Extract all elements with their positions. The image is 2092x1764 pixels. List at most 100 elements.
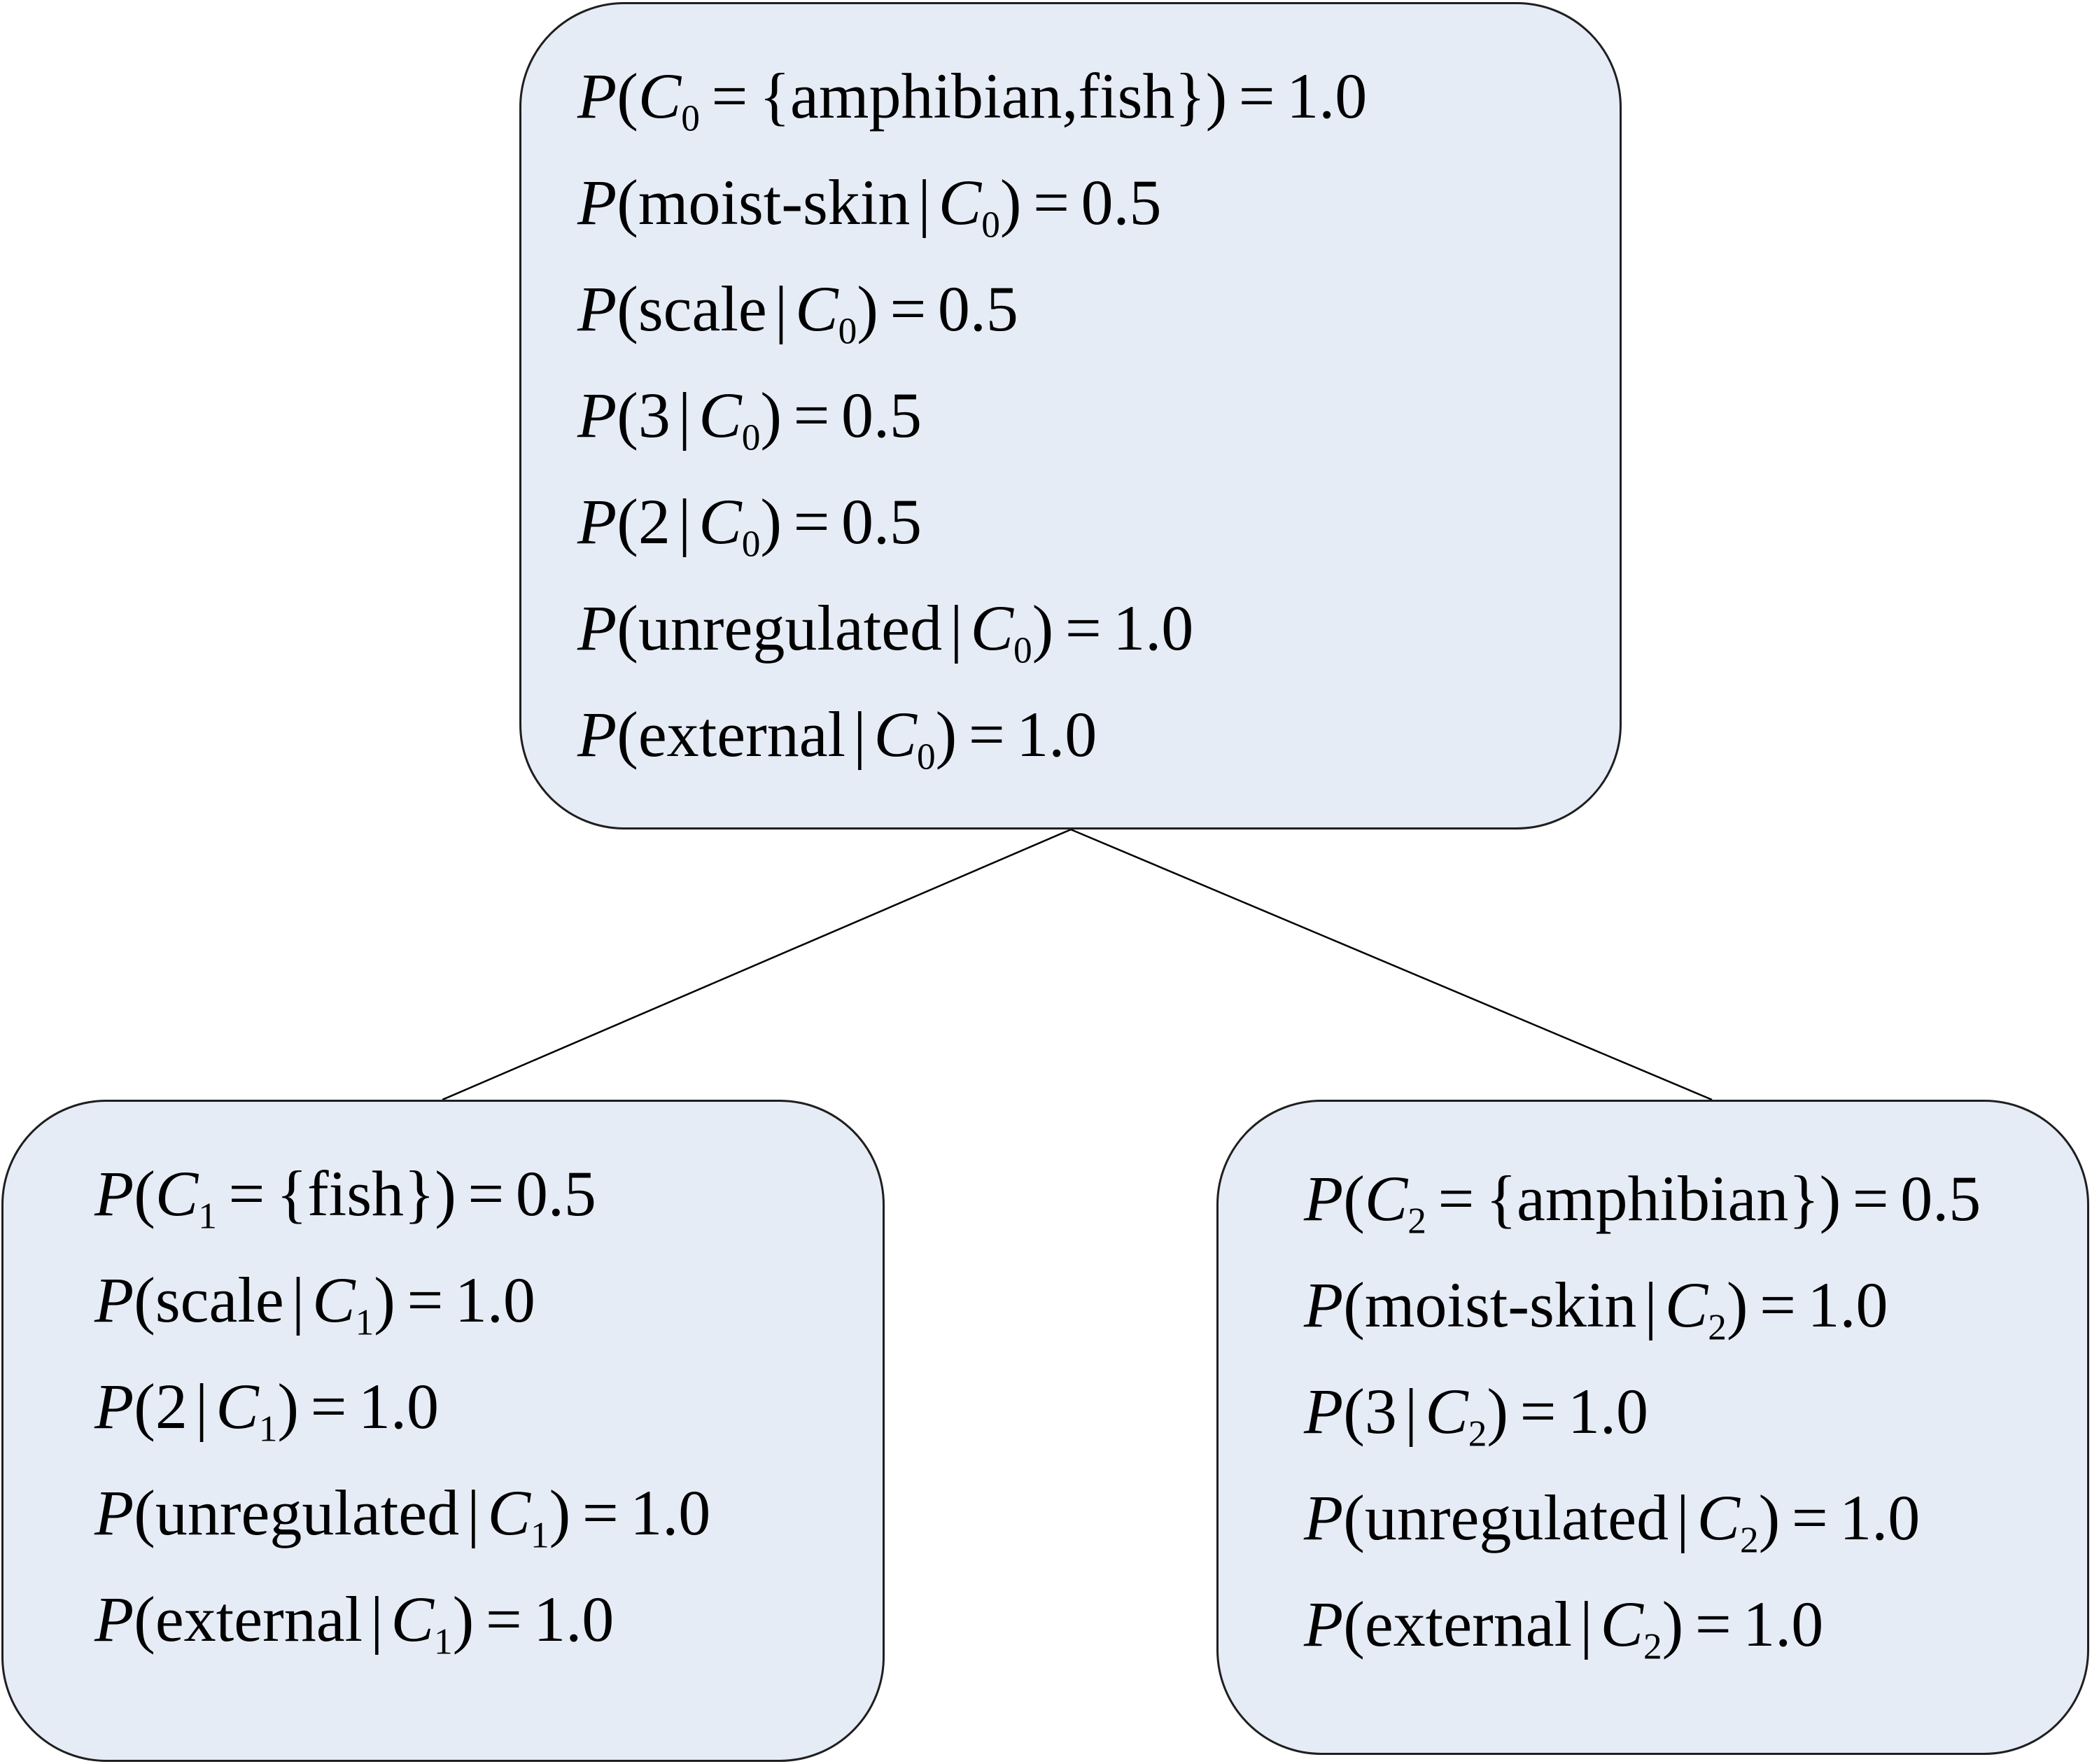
prior-equation: P(C0={amphibian,fish})=1.0	[577, 60, 1368, 139]
class-index: 2	[1407, 1199, 1426, 1242]
class-index: 2	[1643, 1625, 1662, 1667]
feature-name: moist-skin	[1364, 1269, 1637, 1340]
prob-symbol: P	[94, 1583, 134, 1655]
class-index: 2	[1739, 1518, 1759, 1561]
class-index: 0	[838, 309, 857, 352]
probability-value: 1.0	[1286, 60, 1368, 132]
equals-sign: =	[1791, 1482, 1828, 1553]
conditional-equation: P(moist-skin|C2)=1.0	[1304, 1269, 1888, 1348]
equals-sign: =	[793, 486, 830, 557]
class-index: 0	[916, 735, 936, 778]
given-bar: |	[195, 1371, 209, 1442]
probability-value: 1.0	[1568, 1376, 1649, 1447]
prob-symbol: P	[1304, 1588, 1344, 1660]
probability-value: 0.5	[841, 486, 922, 557]
equals-sign: =	[711, 60, 748, 132]
class-variable: C	[312, 1264, 356, 1336]
prob-symbol: P	[577, 486, 617, 557]
feature-name: moist-skin	[638, 167, 911, 238]
equals-sign: =	[890, 273, 927, 344]
conditional-equation: P(2|C0)=0.5	[577, 486, 922, 565]
class-variable: C	[1425, 1376, 1468, 1447]
class-index: 1	[198, 1194, 217, 1237]
feature-name: scale	[638, 273, 767, 344]
class-variable: C	[698, 486, 742, 557]
class-index: 2	[1468, 1412, 1487, 1455]
prob-symbol: P	[94, 1371, 134, 1442]
conditional-equation: P(scale|C0)=0.5	[577, 273, 1018, 352]
class-index: 0	[741, 416, 761, 458]
equals-sign: =	[1438, 1163, 1475, 1234]
feature-name: 2	[155, 1371, 188, 1442]
probability-value: 1.0	[454, 1264, 535, 1336]
probability-value: 0.5	[515, 1158, 596, 1229]
class-index: 0	[1013, 629, 1032, 671]
feature-name: 3	[1364, 1376, 1397, 1447]
class-variable: C	[698, 379, 742, 451]
class-variable: C	[1664, 1269, 1708, 1340]
probability-value: 1.0	[1016, 699, 1097, 770]
given-bar: |	[1580, 1588, 1593, 1660]
prob-symbol: P	[1304, 1482, 1344, 1553]
equals-sign: =	[1852, 1163, 1889, 1234]
equals-sign: =	[1065, 592, 1102, 664]
given-bar: |	[774, 273, 788, 344]
prob-symbol: P	[577, 699, 617, 770]
prior-equation: P(C2={amphibian})=0.5	[1304, 1163, 1981, 1242]
feature-name: external	[155, 1583, 363, 1655]
class-index: 1	[433, 1620, 453, 1662]
class-variable: C	[1697, 1482, 1740, 1553]
class-variable: C	[873, 699, 917, 770]
probability-value: 1.0	[533, 1583, 615, 1655]
feature-name: external	[1364, 1588, 1573, 1660]
prob-symbol: P	[577, 273, 617, 344]
equals-sign: =	[582, 1477, 619, 1548]
equals-sign: =	[793, 379, 830, 451]
equals-sign: =	[968, 699, 1005, 770]
given-bar: |	[291, 1264, 305, 1336]
equals-sign: =	[1519, 1376, 1557, 1447]
prob-symbol: P	[1304, 1269, 1344, 1340]
probability-value: 1.0	[358, 1371, 440, 1442]
given-bar: |	[950, 592, 963, 664]
feature-name: 3	[638, 379, 671, 451]
class-variable: C	[216, 1371, 259, 1442]
probability-value: 1.0	[1807, 1269, 1888, 1340]
class-variable: C	[638, 60, 682, 132]
feature-name: scale	[155, 1264, 284, 1336]
class-variable: C	[155, 1158, 199, 1229]
conditional-equation: P(external|C0)=1.0	[577, 699, 1097, 778]
probability-value: 0.5	[841, 379, 922, 451]
conditional-equation: P(scale|C1)=1.0	[94, 1264, 535, 1343]
equals-sign: =	[485, 1583, 522, 1655]
conditional-equation: P(2|C1)=1.0	[94, 1371, 440, 1450]
equals-sign: =	[1694, 1588, 1732, 1660]
equals-sign: =	[228, 1158, 265, 1229]
conditional-equation: P(unregulated|C1)=1.0	[94, 1477, 711, 1556]
probability-value: 1.0	[1839, 1482, 1921, 1553]
prob-symbol: P	[1304, 1163, 1344, 1234]
class-index: 2	[1708, 1306, 1727, 1348]
conditional-equation: P(unregulated|C2)=1.0	[1304, 1482, 1921, 1561]
class-variable: C	[795, 273, 838, 344]
class-member-set: {fish}	[276, 1158, 435, 1229]
class-member-set: {amphibian}	[1485, 1163, 1820, 1234]
class-index: 1	[530, 1513, 549, 1556]
probability-value: 1.0	[1743, 1588, 1824, 1660]
given-bar: |	[467, 1477, 480, 1548]
conditional-equation: P(3|C0)=0.5	[577, 379, 922, 458]
class-index: 0	[741, 522, 761, 565]
given-bar: |	[1644, 1269, 1657, 1340]
feature-name: 2	[638, 486, 671, 557]
given-bar: |	[1676, 1482, 1690, 1553]
class-index: 1	[258, 1407, 278, 1450]
prob-symbol: P	[94, 1477, 134, 1548]
class-variable: C	[487, 1477, 531, 1548]
probability-value: 1.0	[630, 1477, 711, 1548]
class-index: 0	[681, 97, 700, 139]
given-bar: |	[370, 1583, 384, 1655]
prob-symbol: P	[577, 167, 617, 238]
edge-root-to-left	[442, 828, 1072, 1101]
